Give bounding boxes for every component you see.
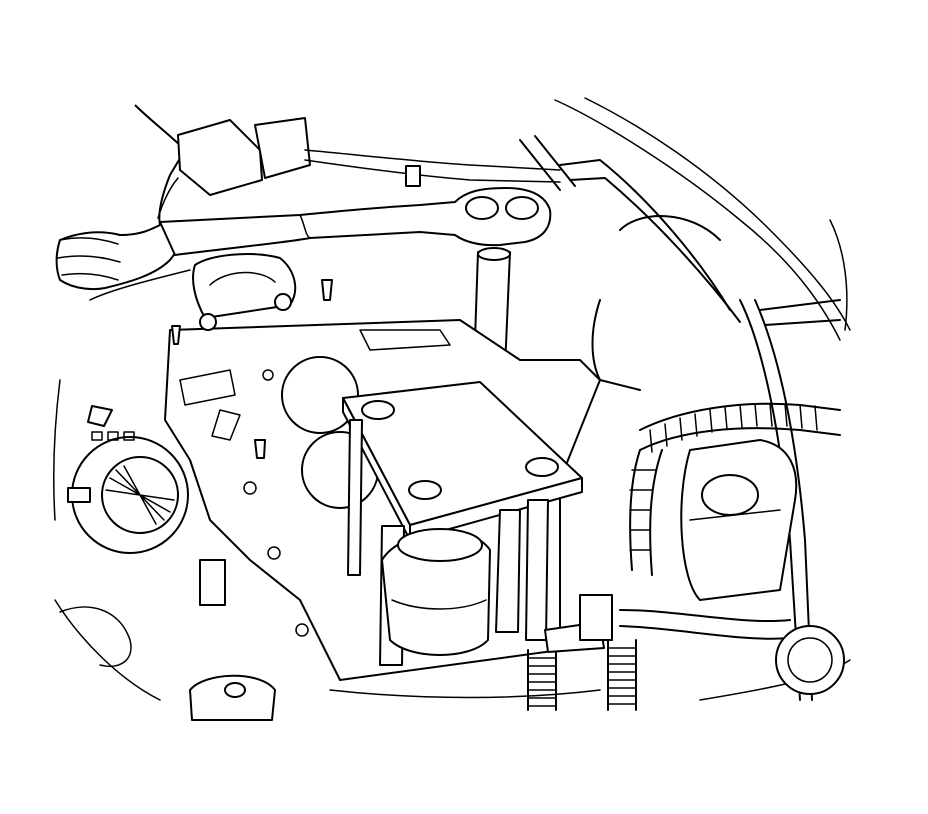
- coiled-hoses: [527, 594, 845, 711]
- puller-tool: [342, 381, 583, 666]
- hand-icon: [55, 104, 186, 290]
- ignition-coil: [67, 405, 189, 554]
- reservoir: [680, 439, 798, 601]
- ratchet-wrench: [159, 187, 552, 256]
- hose-fitting: [189, 559, 276, 721]
- connector: [177, 117, 561, 196]
- cam-bracket: [171, 253, 333, 459]
